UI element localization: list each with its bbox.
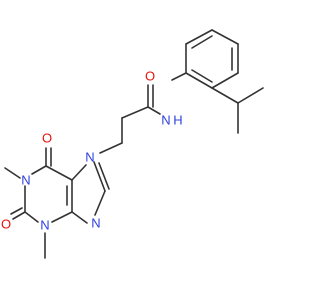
bond [237,87,264,104]
bond [45,165,73,181]
bond [98,162,110,190]
bond [93,161,106,192]
bond [121,106,149,119]
bond [185,29,213,45]
bond [191,69,213,83]
bond [24,211,39,223]
o2-label: O [1,217,11,232]
amide-nitrogen-label: N [161,113,170,128]
molecule-structure: O N H N O N O N [1,29,264,259]
n1-label: N [21,173,30,188]
bond [99,142,123,154]
n3-label: N [40,218,49,233]
bond [191,35,213,49]
bond [31,165,47,175]
bond [211,29,239,45]
o6-label: O [42,131,52,146]
isopropyl-group [211,87,264,134]
bond [71,164,87,181]
bond [185,72,213,89]
amide-oxygen-label: O [145,69,155,84]
structure-canvas: O N H N O N O N [1,29,264,259]
bond [12,211,26,220]
bond [71,211,88,224]
bond [147,106,161,115]
amide-hydrogen-label: H [173,113,182,128]
xanthine-core: N O N O N N [1,131,110,259]
bond [51,211,73,223]
bond [171,72,187,81]
ethyl-linker [99,117,123,154]
amide-group: O N H [121,69,187,128]
bond [4,167,21,179]
bond [10,207,23,215]
n9-label: N [91,216,100,231]
bond [211,87,239,104]
bond [211,72,239,89]
n7-label: N [85,150,94,165]
benzene-ring [185,29,239,89]
bond [94,190,106,216]
